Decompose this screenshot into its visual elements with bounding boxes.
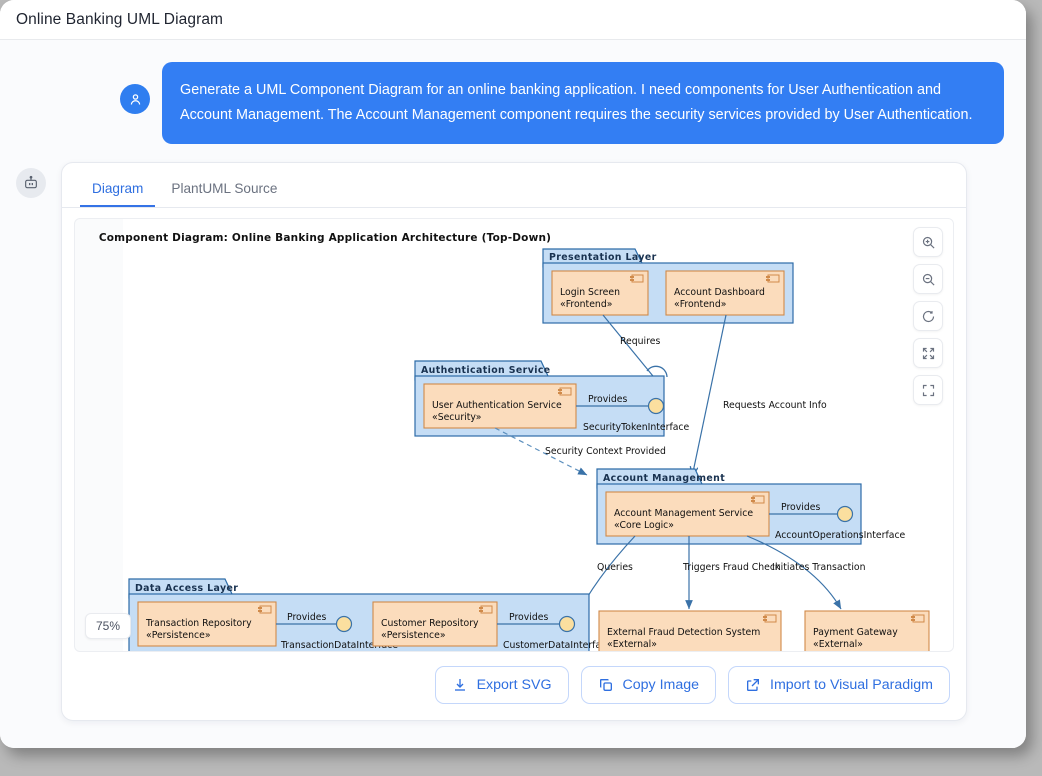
page-title: Online Banking UML Diagram bbox=[16, 10, 224, 28]
package-label: Presentation Layer bbox=[549, 252, 657, 263]
card-actions: Export SVG Copy Image bbox=[62, 662, 966, 720]
zoom-toolbar bbox=[913, 227, 943, 405]
component-transaction-repository: Transaction Repository «Persistence» bbox=[137, 601, 277, 647]
connector-label-initiates-transaction: Initiates Transaction bbox=[772, 562, 866, 573]
fullscreen-button[interactable] bbox=[913, 375, 943, 405]
assistant-row: Diagram PlantUML Source bbox=[0, 144, 1026, 721]
component-account-dashboard: Account Dashboard «Frontend» bbox=[665, 270, 785, 316]
connector-label-requires: Requires bbox=[620, 336, 660, 347]
interface-name: AccountOperationsInterface bbox=[775, 530, 906, 541]
package-authentication-service: Authentication Service User Authenticati… bbox=[414, 360, 690, 437]
reset-view-button[interactable] bbox=[913, 301, 943, 331]
package-label: Data Access Layer bbox=[135, 583, 238, 594]
package-data-access-layer: Data Access Layer Transaction Repository… bbox=[128, 578, 612, 651]
fit-screen-button[interactable] bbox=[913, 338, 943, 368]
provides-label: Provides bbox=[287, 612, 326, 623]
component-name: User Authentication Service bbox=[432, 400, 562, 411]
user-message-row: Generate a UML Component Diagram for an … bbox=[0, 40, 1026, 144]
interface-customerdatainterface: Provides CustomerDataInterface bbox=[497, 612, 612, 651]
assistant-avatar bbox=[16, 168, 46, 198]
provides-label: Provides bbox=[588, 394, 627, 405]
component-name: Payment Gateway bbox=[813, 627, 898, 638]
reset-icon bbox=[922, 310, 934, 322]
provides-label: Provides bbox=[781, 502, 820, 513]
app-body: Generate a UML Component Diagram for an … bbox=[0, 40, 1026, 748]
interface-name: SecurityTokenInterface bbox=[583, 422, 690, 433]
component-external-fraud-detection-system: External Fraud Detection System «Externa… bbox=[598, 610, 782, 651]
interface-name: CustomerDataInterface bbox=[503, 640, 612, 651]
interface-transactiondatainterface: Provides TransactionDataInterface bbox=[276, 612, 398, 651]
component-stereotype: «Frontend» bbox=[674, 299, 726, 310]
component-stereotype: «Persistence» bbox=[146, 630, 211, 641]
component-name: Transaction Repository bbox=[145, 618, 252, 629]
component-customer-repository: Customer Repository «Persistence» bbox=[372, 601, 498, 647]
uml-component-diagram: Component Diagram: Online Banking Applic… bbox=[99, 232, 930, 651]
component-account-management-service: Account Management Service «Core Logic» bbox=[605, 491, 770, 537]
component-stereotype: «Persistence» bbox=[381, 630, 446, 641]
title-bar: Online Banking UML Diagram bbox=[0, 0, 1026, 40]
component-payment-gateway: Payment Gateway «External» bbox=[804, 610, 930, 651]
robot-icon bbox=[25, 175, 37, 189]
diagram-canvas[interactable]: Component Diagram: Online Banking Applic… bbox=[74, 218, 954, 652]
component-name: External Fraud Detection System bbox=[607, 627, 760, 638]
fullscreen-icon bbox=[922, 384, 934, 396]
import-label: Import to Visual Paradigm bbox=[770, 677, 933, 693]
tab-plantuml-source[interactable]: PlantUML Source bbox=[159, 173, 289, 207]
export-svg-button[interactable]: Export SVG bbox=[434, 666, 569, 704]
diagram-card: Diagram PlantUML Source bbox=[61, 162, 967, 721]
connector-label-queries: Queries bbox=[597, 562, 633, 573]
interface-accountoperationsinterface: Provides AccountOperationsInterface bbox=[769, 502, 906, 541]
connector-label-requests-account-info: Requests Account Info bbox=[723, 400, 827, 411]
zoom-in-button[interactable] bbox=[913, 227, 943, 257]
component-stereotype: «External» bbox=[813, 639, 863, 650]
package-label: Account Management bbox=[603, 473, 725, 484]
package-presentation-layer: Presentation Layer Login Screen «Fronten… bbox=[542, 248, 794, 324]
component-name: Login Screen bbox=[560, 287, 620, 298]
component-stereotype: «Core Logic» bbox=[614, 520, 674, 531]
zoom-out-icon bbox=[922, 273, 935, 286]
tab-diagram[interactable]: Diagram bbox=[80, 173, 156, 207]
package-label: Authentication Service bbox=[421, 365, 551, 376]
copy-icon bbox=[599, 679, 612, 691]
fit-screen-icon bbox=[922, 347, 934, 359]
component-name: Account Dashboard bbox=[674, 287, 765, 298]
package-account-management: Account Management Account Management Se… bbox=[596, 468, 906, 545]
copy-image-button[interactable]: Copy Image bbox=[580, 666, 717, 704]
import-to-visual-paradigm-button[interactable]: Import to Visual Paradigm bbox=[728, 666, 950, 704]
app-window: Online Banking UML Diagram Generate a UM… bbox=[0, 0, 1026, 748]
interface-name: TransactionDataInterface bbox=[280, 640, 398, 651]
component-stereotype: «Frontend» bbox=[560, 299, 612, 310]
component-login-screen: Login Screen «Frontend» bbox=[551, 270, 649, 316]
component-name: Customer Repository bbox=[381, 618, 479, 629]
user-icon bbox=[130, 93, 140, 105]
user-message-bubble: Generate a UML Component Diagram for an … bbox=[162, 62, 1004, 144]
connector-label-security-context-provided: Security Context Provided bbox=[545, 446, 666, 457]
zoom-in-icon bbox=[922, 236, 935, 249]
component-user-authentication-service: User Authentication Service «Security» bbox=[423, 383, 577, 429]
zoom-out-button[interactable] bbox=[913, 264, 943, 294]
provides-label: Provides bbox=[509, 612, 548, 623]
connector-label-triggers-fraud-check: Triggers Fraud Check bbox=[682, 562, 781, 573]
diagram-title: Component Diagram: Online Banking Applic… bbox=[99, 232, 551, 244]
component-stereotype: «Security» bbox=[432, 412, 481, 423]
card-tabs: Diagram PlantUML Source bbox=[62, 163, 966, 208]
component-name: Account Management Service bbox=[614, 508, 753, 519]
external-link-icon bbox=[747, 679, 760, 691]
component-stereotype: «External» bbox=[607, 639, 657, 650]
download-icon bbox=[454, 679, 465, 691]
export-svg-label: Export SVG bbox=[476, 677, 552, 693]
copy-image-label: Copy Image bbox=[622, 677, 700, 693]
interface-securitytokeninterface: Provides SecurityTokenInterface bbox=[576, 394, 690, 433]
zoom-level-indicator: 75% bbox=[85, 613, 132, 639]
user-avatar bbox=[120, 84, 150, 114]
